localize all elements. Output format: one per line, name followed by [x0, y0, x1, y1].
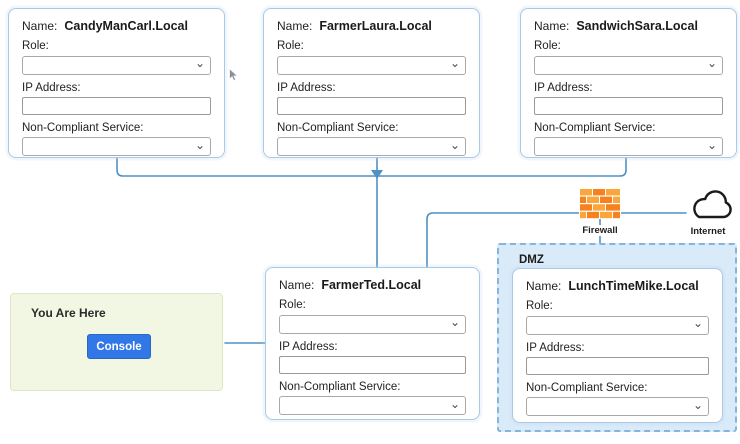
role-label: Role:	[279, 299, 306, 311]
role-select[interactable]	[526, 315, 709, 335]
service-label: Non-Compliant Service:	[526, 381, 648, 394]
ip-address-input[interactable]	[277, 96, 466, 115]
you-are-here-box: You Are Here Console	[10, 293, 223, 391]
role-select-wrap	[534, 55, 723, 75]
arrowhead-down-icon	[371, 170, 383, 179]
host-name: FarmerLaura.Local	[319, 19, 432, 33]
host-panel-farmerted: Name: FarmerTed.Local Role: IP Address: N…	[265, 267, 480, 420]
you-are-here-title: You Are Here	[31, 306, 106, 320]
host-name-row: Name: CandyManCarl.Local	[22, 19, 211, 33]
service-select[interactable]	[526, 397, 709, 416]
name-label: Name:	[22, 19, 58, 33]
service-label: Non-Compliant Service:	[277, 121, 399, 134]
host-name-row: Name: FarmerTed.Local	[279, 278, 466, 292]
host-name: CandyManCarl.Local	[64, 19, 188, 33]
ip-address-input[interactable]	[526, 356, 709, 375]
host-name-row: Name: FarmerLaura.Local	[277, 19, 466, 33]
role-select[interactable]	[279, 314, 466, 334]
ip-label: IP Address:	[526, 341, 585, 354]
role-label: Role:	[277, 40, 304, 52]
role-select-wrap	[22, 55, 211, 75]
host-name: SandwichSara.Local	[576, 19, 698, 33]
firewall-label: Firewall	[580, 225, 620, 236]
name-label: Name:	[534, 19, 570, 33]
ip-address-input[interactable]	[534, 96, 723, 115]
service-select[interactable]	[534, 137, 723, 156]
role-select[interactable]	[534, 55, 723, 75]
host-panel-candymancarl: Name: CandyManCarl.Local Role: IP Address…	[8, 8, 225, 158]
service-select-wrap	[526, 397, 709, 416]
ip-label: IP Address:	[22, 81, 81, 94]
ip-address-input[interactable]	[279, 355, 466, 374]
role-label: Role:	[22, 40, 49, 52]
service-select[interactable]	[277, 137, 466, 156]
role-label: Role:	[534, 40, 561, 52]
mouse-pointer-icon	[229, 68, 239, 82]
host-name: LunchTimeMike.Local	[568, 279, 699, 293]
role-select-wrap	[277, 55, 466, 75]
ip-address-input[interactable]	[22, 96, 211, 115]
name-label: Name:	[279, 278, 315, 292]
name-label: Name:	[526, 279, 562, 293]
role-select[interactable]	[22, 55, 211, 75]
service-select-wrap	[277, 137, 466, 156]
lan-bus-line	[116, 157, 627, 177]
host-name-row: Name: SandwichSara.Local	[534, 19, 723, 33]
service-select[interactable]	[22, 137, 211, 156]
service-select-wrap	[279, 396, 466, 415]
service-label: Non-Compliant Service:	[534, 121, 656, 134]
console-button[interactable]: Console	[87, 334, 151, 359]
host-name-row: Name: LunchTimeMike.Local	[526, 279, 709, 293]
ip-label: IP Address:	[534, 81, 593, 94]
host-name: FarmerTed.Local	[321, 278, 422, 292]
farmerted-firewall-internet-line	[426, 212, 687, 268]
service-label: Non-Compliant Service:	[279, 380, 401, 393]
ip-label: IP Address:	[279, 340, 338, 353]
role-select-wrap	[279, 314, 466, 334]
host-panel-lunchtimemike: Name: LunchTimeMike.Local Role: IP Addres…	[512, 268, 723, 423]
name-label: Name:	[277, 19, 313, 33]
service-select-wrap	[534, 137, 723, 156]
internet-label: Internet	[688, 226, 728, 237]
ip-label: IP Address:	[277, 81, 336, 94]
firewall-icon	[579, 188, 621, 219]
host-panel-sandwichsara: Name: SandwichSara.Local Role: IP Address…	[520, 8, 737, 158]
service-label: Non-Compliant Service:	[22, 121, 144, 134]
host-panel-farmerlaura: Name: FarmerLaura.Local Role: IP Address:…	[263, 8, 480, 158]
role-select[interactable]	[277, 55, 466, 75]
service-select-wrap	[22, 137, 211, 156]
role-label: Role:	[526, 300, 553, 312]
role-select-wrap	[526, 315, 709, 335]
service-select[interactable]	[279, 396, 466, 415]
dmz-label: DMZ	[519, 254, 544, 266]
cloud-icon	[693, 190, 732, 219]
